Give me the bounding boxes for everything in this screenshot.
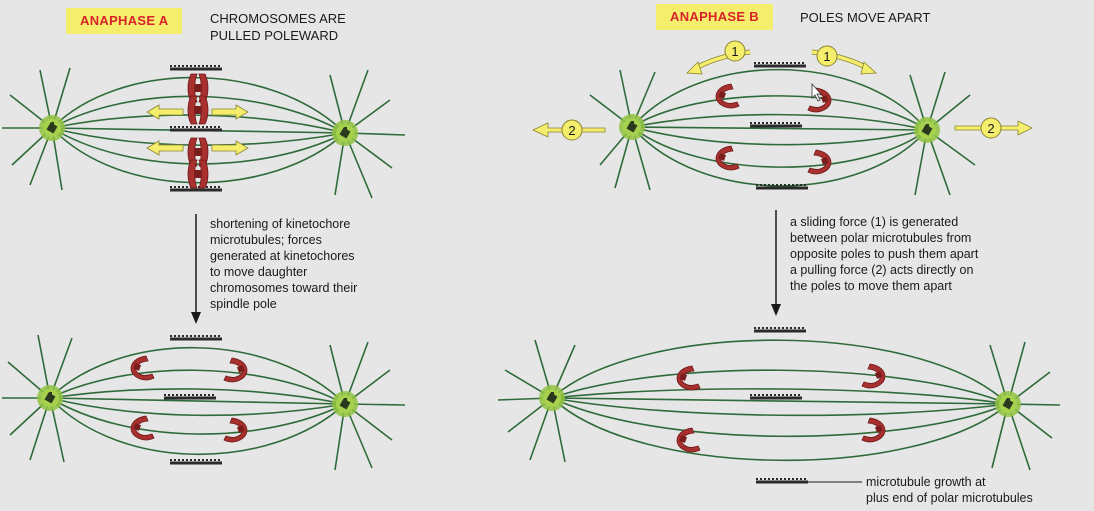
anaphase-b-caption: POLES MOVE APART [800,10,931,25]
overlap-zone [748,121,804,128]
spindle-pole [539,385,565,411]
anaphase-a-note-line-6: spindle pole [210,297,277,311]
anaphase-a-caption-line-2: PULLED POLEWARD [210,28,339,43]
force-1-label: 1 [823,49,830,64]
anaphase-b-note-line-5: the poles to move them apart [790,279,952,293]
down-arrow-icon [191,214,201,324]
force-1-label: 1 [731,44,738,59]
force-2-left-arrow: 2 [532,119,606,141]
anaphase-a-note: shortening of kinetochore microtubules; … [210,216,357,312]
overlap-zone [168,125,224,132]
chromosome [676,365,701,391]
force-2-label: 2 [568,123,575,138]
spindle-pole [37,385,63,411]
chromosome [223,417,248,443]
spindle-pole [332,120,358,146]
anaphase-b-note-line-2: between polar microtubules from [790,231,972,245]
left-arrow-icon [146,104,184,120]
right-arrow-icon [211,140,249,156]
anaphase-b-note: a sliding force (1) is generated between… [790,214,978,294]
bottom-note-line-1: microtubule growth at [866,475,986,489]
overlap-zone [752,61,808,68]
down-arrow-icon [771,210,781,316]
spindle-pole [39,115,65,141]
anaphase-b-bottom-spindle [497,339,1061,471]
chromosome [130,355,155,381]
chromosome [223,357,248,383]
anaphase-a-label: ANAPHASE A [66,8,183,34]
anaphase-a-note-line-3: generated at kinetochores [210,249,355,263]
anaphase-a-note-line-2: microtubules; forces [210,233,322,247]
chromosome [715,145,740,171]
bottom-note-line-2: plus end of polar microtubules [866,491,1033,505]
spindle-pole [914,117,940,143]
bottom-note: microtubule growth at plus end of polar … [866,474,1033,506]
chromosome [807,149,832,175]
anaphase-b-note-line-1: a sliding force (1) is generated [790,215,959,229]
anaphase-a-note-line-1: shortening of kinetochore [210,217,351,231]
anaphase-b-note-line-4: a pulling force (2) acts directly on [790,263,974,277]
anaphase-a-note-line-4: to move daughter [210,265,308,279]
anaphase-b-note-line-3: opposite poles to push them apart [790,247,979,261]
chromosome [130,415,155,441]
spindle-pole [995,391,1021,417]
overlap-zone [168,64,224,71]
overlap-zone [752,326,808,333]
overlap-zone [168,334,224,341]
force-1-right-arrow: 1 [811,45,877,75]
chromosome [187,95,209,125]
overlap-zone [748,393,804,400]
overlap-zone [754,477,810,484]
anaphase-a-caption: CHROMOSOMES ARE PULLED POLEWARD [210,10,346,44]
force-2-label: 2 [987,121,994,136]
overlap-zone [168,458,224,465]
spindle-pole [332,391,358,417]
force-2-right-arrow: 2 [954,117,1033,139]
force-1-left-arrow: 1 [686,40,751,75]
anaphase-b-label: ANAPHASE B [656,4,773,30]
anaphase-a-note-line-5: chromosomes toward their [210,281,358,295]
chromosome [861,417,886,443]
spindle-pole [619,114,645,140]
anaphase-a-caption-line-1: CHROMOSOMES ARE [210,11,346,26]
cursor-icon [811,82,822,102]
chromosome [715,83,740,109]
overlap-zone [162,393,218,400]
